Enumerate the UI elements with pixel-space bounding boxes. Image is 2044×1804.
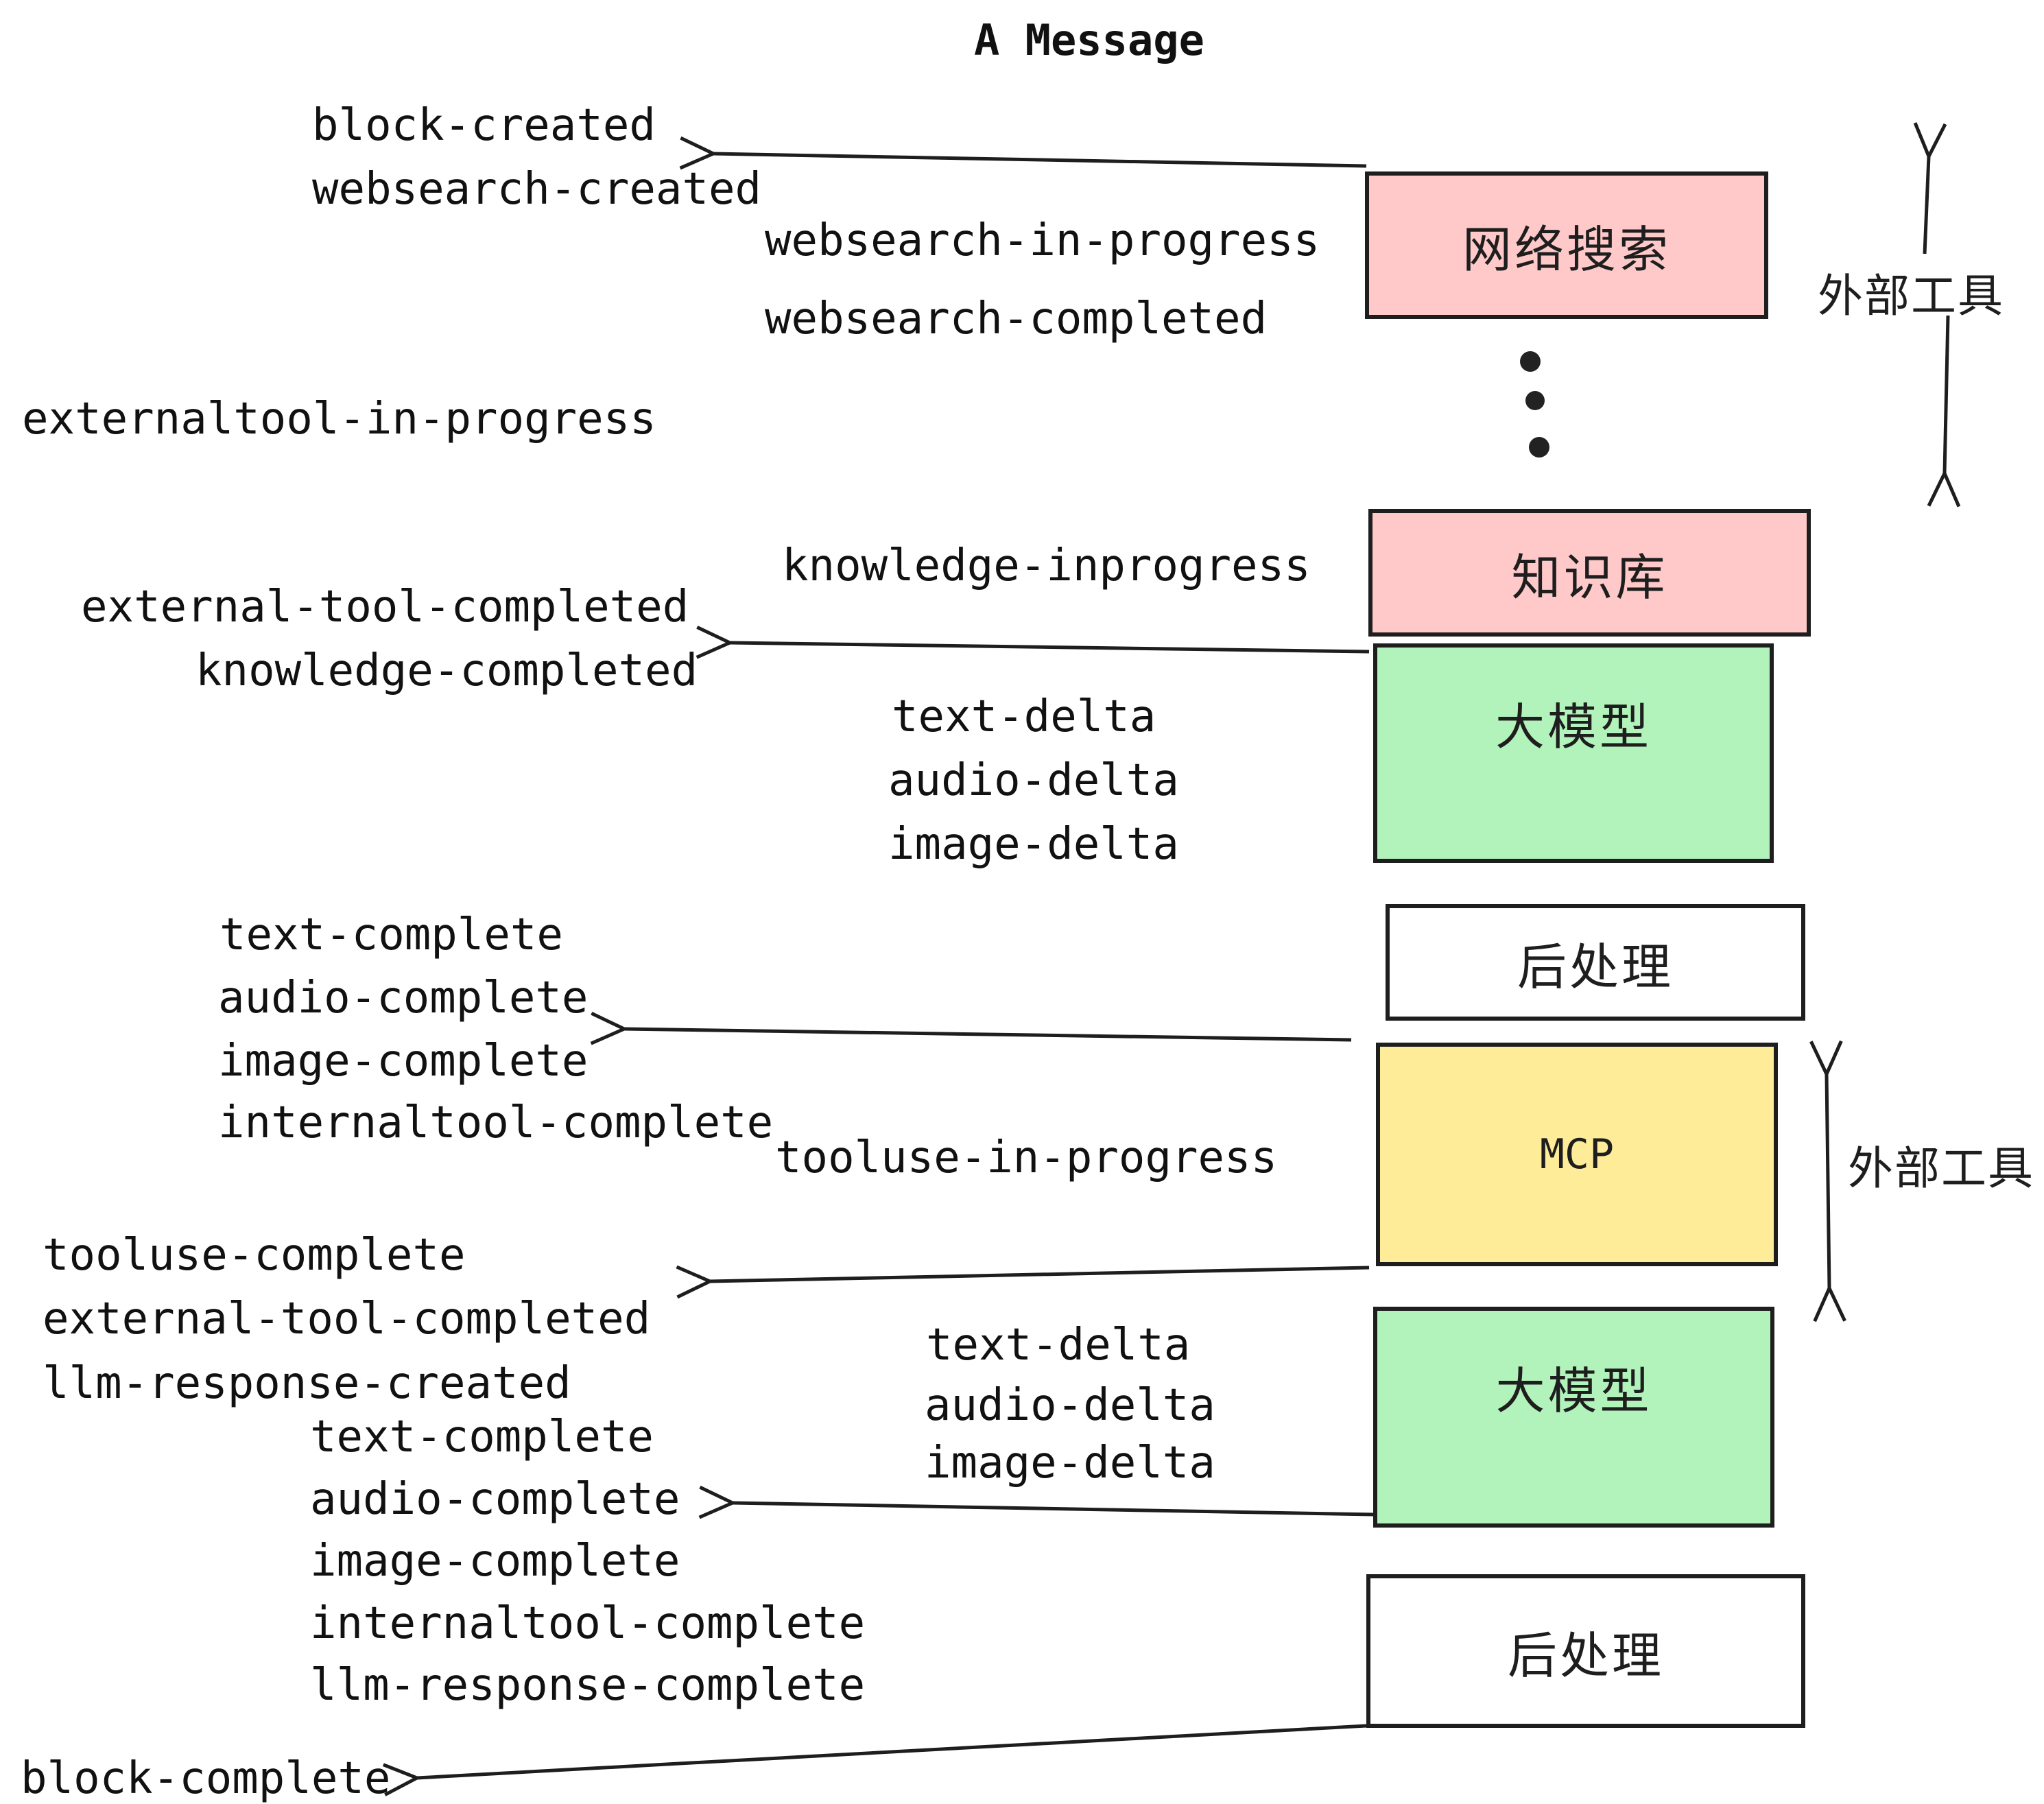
event-text-complete-2: text-complete [310,1412,654,1462]
box-mcp-label: MCP [1539,1130,1615,1178]
event-audio-delta-1: audio-delta [888,755,1179,806]
event-externaltool-in-progress: externaltool-in-progress [22,394,656,444]
event-image-complete-2: image-complete [310,1536,680,1587]
external-tools-top-up-arrow [1925,156,1929,254]
event-knowledge-inprogress: knowledge-inprogress [782,541,1311,591]
box-llm-2-label: 大模型 [1495,1364,1652,1419]
event-external-tool-completed-1: external-tool-completed [81,582,689,632]
event-websearch-created: websearch-created [312,164,762,215]
event-tooluse-in-progress: tooluse-in-progress [775,1132,1278,1183]
external-tools-mcp-label: 外部工具 [1848,1143,2034,1194]
diagram-title: A Message [974,15,1204,65]
external-tools-top-label: 外部工具 [1818,270,2004,321]
event-tooluse-complete: tooluse-complete [43,1230,466,1281]
arrow-to-block-created [713,154,1367,166]
event-image-complete-1: image-complete [218,1036,589,1087]
arrow-to-knowledge-completed [730,643,1370,652]
box-llm-2: 大模型 [1373,1307,1774,1528]
box-mcp: MCP [1376,1043,1778,1266]
event-text-complete-1: text-complete [219,910,563,960]
box-post-2: 后处理 [1366,1574,1805,1728]
arrow-to-block-complete [417,1724,1367,1778]
event-llm-response-created: llm-response-created [43,1358,571,1409]
box-post-2-label: 后处理 [1507,1628,1664,1684]
ellipsis-dots [1520,351,1549,458]
event-external-tool-completed-2: external-tool-completed [43,1294,651,1344]
event-knowledge-completed: knowledge-completed [195,645,698,696]
box-llm-1-label: 大模型 [1495,700,1652,755]
event-audio-complete-1: audio-complete [218,973,589,1023]
arrow-to-image-complete [624,1029,1352,1040]
event-websearch-in-progress: websearch-in-progress [765,215,1320,266]
event-text-delta-1: text-delta [892,691,1156,742]
arrow-to-tooluse-complete [710,1268,1370,1281]
event-llm-response-complete: llm-response-complete [310,1660,866,1711]
external-tools-mcp-up-arrow [1827,1074,1828,1182]
box-post-1: 后处理 [1386,904,1805,1021]
event-websearch-completed: websearch-completed [765,294,1268,344]
box-websearch: 网络搜索 [1365,171,1768,319]
box-post-1-label: 后处理 [1517,940,1674,995]
event-image-delta-1: image-delta [888,819,1179,870]
external-tools-mcp-down-arrow [1828,1180,1829,1288]
box-llm-1: 大模型 [1373,643,1774,863]
event-audio-delta-2: audio-delta [925,1380,1215,1431]
event-internaltool-complete-2: internaltool-complete [310,1598,866,1649]
external-tools-top-down-arrow [1945,315,1948,473]
event-image-delta-2: image-delta [925,1438,1215,1488]
event-text-delta-2: text-delta [926,1320,1191,1370]
event-audio-complete-2: audio-complete [310,1474,680,1525]
event-block-complete: block-complete [21,1753,391,1804]
box-knowledge: 知识库 [1368,509,1811,637]
event-internaltool-complete-1: internaltool-complete [218,1097,774,1148]
box-knowledge-label: 知识库 [1511,550,1668,606]
arrow-to-audio-complete [733,1503,1375,1515]
event-block-created: block-created [312,100,656,151]
box-websearch-label: 网络搜索 [1462,223,1671,278]
